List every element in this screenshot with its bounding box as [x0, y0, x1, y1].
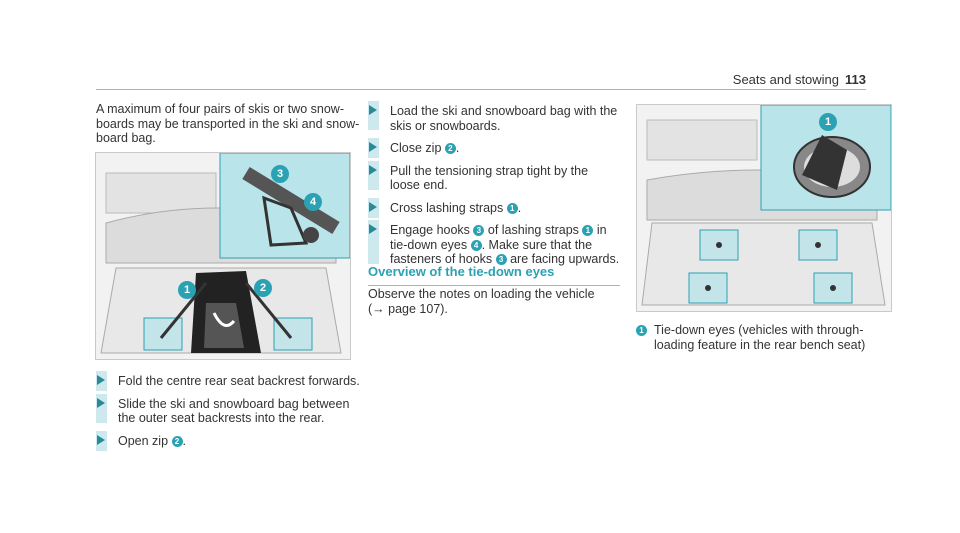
ski-bag-illustration [96, 153, 350, 359]
arrow-right-icon [97, 434, 105, 445]
arrow-right-icon [369, 201, 377, 212]
step-item: Load the ski and snowboard bag with the … [368, 101, 620, 133]
callout-badge: 3 [473, 225, 485, 236]
callout-badge-3: 3 [271, 165, 289, 183]
callout-badge: 2 [444, 143, 456, 154]
step-item: Open zip 2. [96, 430, 361, 450]
callout-badge: 1 [636, 325, 647, 336]
callout-badge: 2 [171, 435, 183, 447]
section-heading: Overview of the tie-down eyes [368, 264, 620, 286]
intro-line: boards may be transported in the ski and… [96, 116, 360, 131]
step-item: Engage hooks 3 of lashing straps 1 in ti… [368, 220, 620, 267]
step-item: Pull the tensioning strap tight by the l… [368, 160, 620, 193]
callout-badge-1: 1 [819, 113, 837, 131]
step-item: Fold the centre rear seat backrest forwa… [96, 371, 361, 391]
callout-badge: 3 [495, 254, 507, 265]
figure-caption: 1 Tie-down eyes (vehicles with through-lo… [636, 323, 896, 352]
arrow-right-icon [369, 105, 377, 115]
callout-badge-4: 4 [304, 193, 322, 211]
tie-down-eyes-illustration [637, 105, 891, 311]
arrow-right-icon [369, 164, 377, 175]
intro-paragraph: A maximum of four pairs of skis or two s… [96, 102, 361, 146]
arrow-right-icon [97, 397, 105, 408]
note-paragraph: Observe the notes on loading the vehicle… [368, 287, 620, 316]
steps-middle: Load the ski and snowboard bag with the … [368, 101, 620, 275]
section-title: Seats and stowing [732, 72, 840, 87]
header-rule [96, 89, 866, 90]
callout-badge: 1 [582, 225, 594, 236]
callout-badge: 1 [506, 202, 518, 214]
page-reference-link[interactable]: (→ page 107). [368, 301, 448, 316]
caption-text: Tie-down eyes (vehicles with through-loa… [654, 323, 866, 352]
step-item: Cross lashing straps 1. [368, 197, 620, 217]
arrow-right-icon [97, 375, 105, 385]
intro-line: A maximum of four pairs of skis or two s… [96, 102, 344, 116]
ski-bag-figure: 3 4 1 2 [95, 152, 351, 360]
note-line: Observe the notes on loading the vehicle [368, 287, 595, 301]
intro-line: board bag. [96, 131, 156, 145]
tie-down-eyes-figure: 1 [636, 104, 892, 312]
page-header: Seats and stowing 113 [733, 72, 866, 87]
arrow-right-icon [369, 224, 377, 234]
callout-badge: 4 [470, 239, 482, 251]
arrow-right-icon [369, 142, 377, 152]
step-item: Slide the ski and snowboard bag between … [96, 393, 361, 426]
callout-badge-1: 1 [178, 281, 196, 299]
callout-badge-2: 2 [254, 279, 272, 297]
step-item: Close zip 2. [368, 138, 620, 158]
page-number: 113 [845, 72, 866, 87]
steps-left: Fold the centre rear seat backrest forwa… [96, 371, 361, 456]
